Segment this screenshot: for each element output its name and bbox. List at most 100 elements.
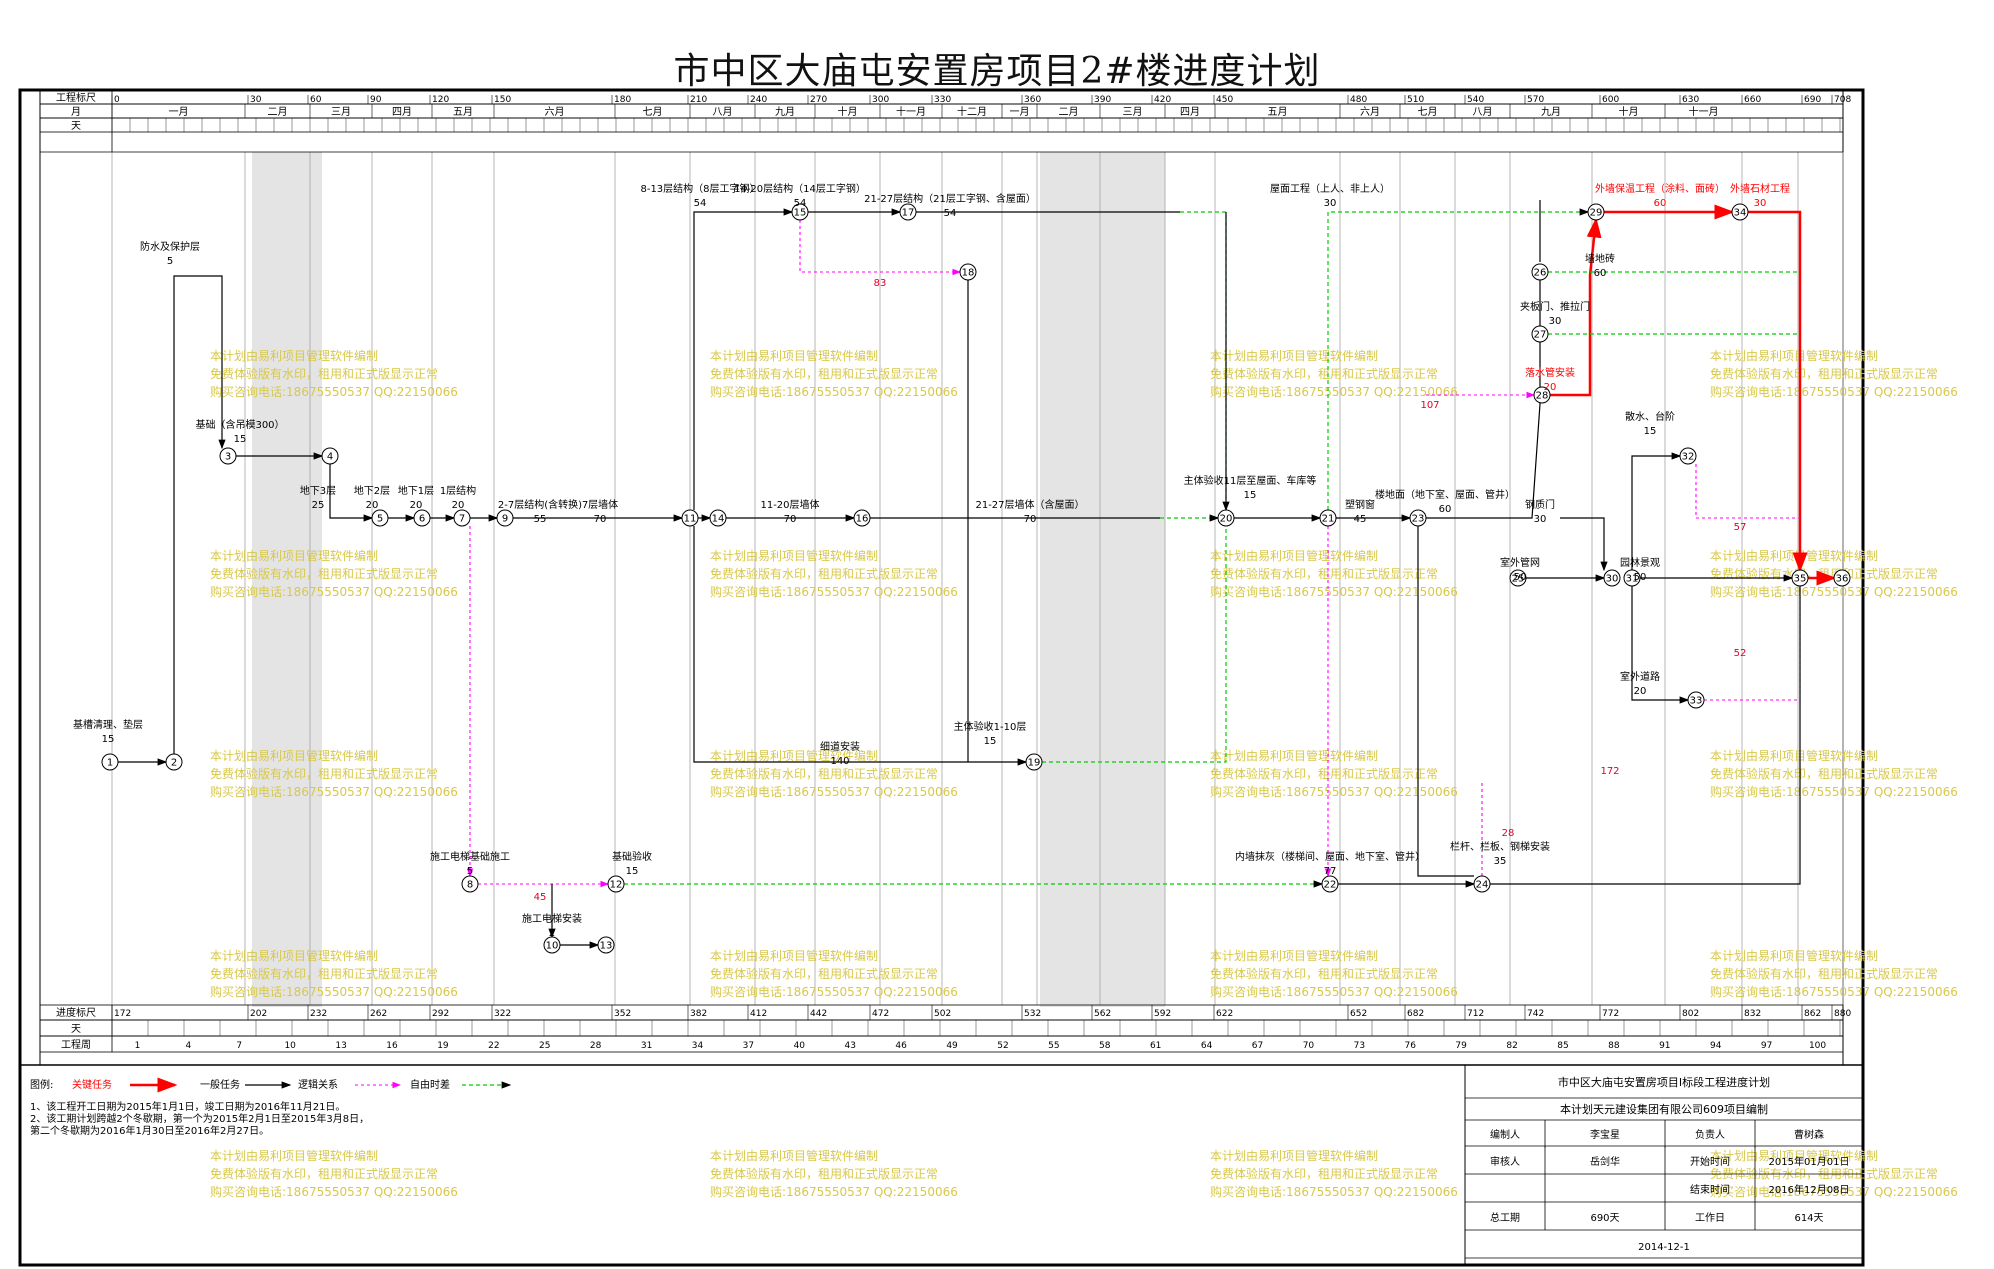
task-duration: 55 [534, 514, 547, 525]
task-duration: 15 [1644, 426, 1657, 437]
task-duration: 45 [1354, 514, 1367, 525]
task-duration: 20 [410, 500, 423, 511]
task-duration: 20 [366, 500, 379, 511]
node-circle [1531, 325, 1549, 343]
task-name: 塑钢窗 [1345, 498, 1375, 511]
week-label: 88 [1608, 1041, 1620, 1051]
task-name: 7层墙体 [582, 498, 618, 511]
node-circle [219, 447, 237, 465]
week-label: 19 [437, 1041, 449, 1051]
week-label: 31 [641, 1041, 652, 1051]
float-value: 107 [1420, 400, 1439, 411]
month-label: 三月 [331, 106, 351, 118]
table-date: 2014-12-1 [1638, 1242, 1690, 1253]
scale-label: 682 [1407, 1009, 1424, 1019]
node-circle [597, 936, 615, 954]
watermark-text: 购买咨询电话:18675550537 QQ:22150066 [710, 584, 958, 599]
node-number: 32 [1682, 452, 1695, 463]
chart-frame [18, 88, 1865, 1267]
node-circle [607, 875, 625, 893]
legend-label: 图例: [30, 1078, 53, 1091]
scale-label: 600 [1602, 95, 1619, 105]
node-number: 16 [856, 514, 869, 525]
watermark-text: 免费体验版有水印，租用和正式版显示正常 [1210, 566, 1438, 581]
watermark-text: 免费体验版有水印，租用和正式版显示正常 [1210, 966, 1438, 981]
watermark-text: 本计划由易利项目管理软件编制 [210, 748, 378, 763]
task-duration: 20 [1634, 686, 1647, 697]
scale-label: 880 [1834, 1009, 1851, 1019]
node-number: 29 [1590, 208, 1603, 219]
node-circle [1321, 875, 1339, 893]
node-circle [1731, 203, 1749, 221]
logic-link [1704, 586, 1801, 701]
task-name: 内墙抹灰（楼梯间、屋面、地下室、管井） [1235, 850, 1425, 863]
task-duration: 30 [1754, 198, 1767, 209]
scale-label: 390 [1094, 95, 1111, 105]
scale-label: 210 [690, 95, 707, 105]
node-number: 22 [1324, 880, 1337, 891]
task-name: 地下3层 [300, 484, 336, 497]
month-label: 五月 [1268, 106, 1288, 118]
node-circle [453, 509, 471, 527]
watermark-text: 免费体验版有水印，租用和正式版显示正常 [710, 766, 938, 781]
month-label: 一月 [1010, 106, 1030, 118]
node-circle [1687, 691, 1705, 709]
note-line: 2、该工期计划跨越2个冬歇期，第一个为2015年2月1日至2015年3月8日， [30, 1112, 369, 1125]
scale-label: 802 [1682, 1009, 1699, 1019]
week-label: 43 [844, 1041, 855, 1051]
node-circle [1587, 203, 1605, 221]
month-label: 六月 [1360, 106, 1380, 118]
month-label: 十二月 [957, 105, 987, 118]
watermark-text: 本计划由易利项目管理软件编制 [1710, 748, 1878, 763]
task-duration: 54 [944, 208, 957, 219]
month-label: 八月 [713, 106, 733, 118]
scale-label: 630 [1682, 95, 1699, 105]
task-duration: 20 [452, 500, 465, 511]
scale-label: 510 [1407, 95, 1424, 105]
node-circle [899, 203, 917, 221]
node-number: 27 [1534, 330, 1547, 341]
task-name: 施工电梯基础施工 [430, 850, 510, 863]
scale-label: 352 [614, 1009, 631, 1019]
footer-label: 天 [71, 1024, 81, 1035]
scale-label: 300 [872, 95, 889, 105]
watermark-text: 购买咨询电话:18675550537 QQ:22150066 [210, 384, 458, 399]
task-name: 8-13层结构（8层工字钢） [640, 182, 759, 195]
node-number: 24 [1476, 880, 1489, 891]
task-name: 21-27层墙体（含屋面） [975, 498, 1084, 511]
footer-label: 进度标尺 [56, 1006, 96, 1019]
watermark-text: 免费体验版有水印，租用和正式版显示正常 [1710, 1166, 1938, 1181]
watermark-text: 购买咨询电话:18675550537 QQ:22150066 [1210, 984, 1458, 999]
table-cell: 614天 [1794, 1213, 1823, 1224]
scale-label: 292 [432, 1009, 449, 1019]
task-duration: 25 [312, 500, 325, 511]
month-label: 七月 [1418, 106, 1438, 118]
month-label: 十一月 [1689, 105, 1719, 118]
task-arrow [1417, 526, 1474, 877]
task-name: 外墙保温工程（涂料、面砖） [1595, 182, 1725, 195]
task-duration: 30 [1324, 198, 1337, 209]
task-duration: 60 [1594, 268, 1607, 279]
node-circle [853, 509, 871, 527]
watermark-text: 免费体验版有水印，租用和正式版显示正常 [210, 366, 438, 381]
node-circle [1623, 569, 1641, 587]
task-duration: 2 [549, 928, 555, 939]
node-number: 3 [225, 452, 231, 463]
node-number: 17 [902, 208, 915, 219]
node-circle [791, 203, 809, 221]
task-duration: 70 [784, 514, 797, 525]
watermark-text: 购买咨询电话:18675550537 QQ:22150066 [210, 584, 458, 599]
watermark-layer: 本计划由易利项目管理软件编制免费体验版有水印，租用和正式版显示正常购买咨询电话:… [210, 348, 1958, 1199]
watermark-text: 购买咨询电话:18675550537 QQ:22150066 [1210, 384, 1458, 399]
task-name: 室外管网 [1500, 556, 1540, 569]
watermark-text: 购买咨询电话:18675550537 QQ:22150066 [210, 984, 458, 999]
week-label: 7 [236, 1041, 242, 1051]
task-duration: 60 [1654, 198, 1667, 209]
header-label: 工程标尺 [56, 92, 96, 104]
task-name: 1层结构 [440, 484, 476, 497]
page-title: 市中区大庙屯安置房项目2#楼进度计划 [673, 51, 1321, 92]
float-value: 172 [1600, 766, 1619, 777]
task-name: 防水及保护层 [140, 240, 200, 253]
table-cell: 690天 [1590, 1213, 1619, 1224]
